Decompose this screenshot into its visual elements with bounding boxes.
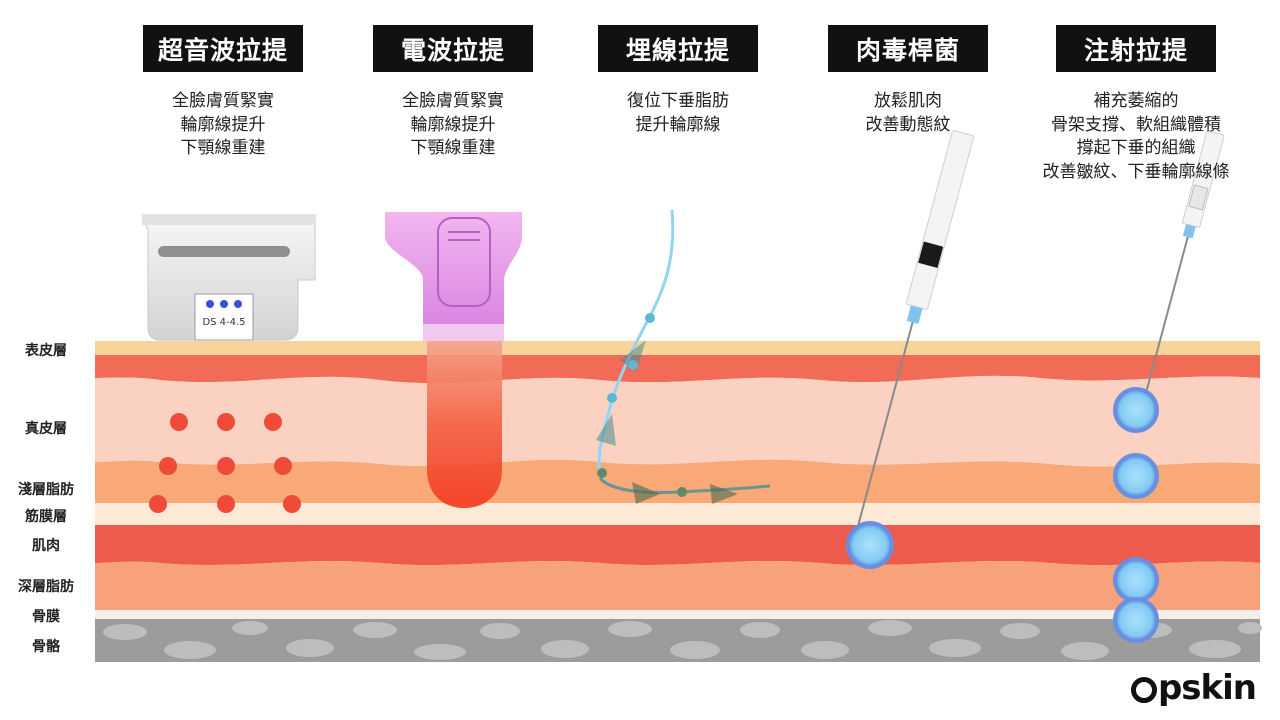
layer-superficial-fat xyxy=(95,459,1260,503)
desc-line: 骨架支撐、軟組織體積 xyxy=(1051,114,1221,135)
logo-text: pskin xyxy=(1157,668,1257,708)
layer-deep-fat xyxy=(95,560,1260,610)
filler-syringe xyxy=(1113,130,1225,643)
device-label: DS 4-4.5 xyxy=(202,317,245,328)
layer-label-epidermis: 表皮層 xyxy=(25,343,67,359)
title-rf: 電波拉提 xyxy=(373,25,533,72)
layer-label-bone: 骨骼 xyxy=(32,639,60,655)
desc-thread-lift: 復位下垂脂肪 提升輪廓線 xyxy=(598,90,758,137)
layer-label-periosteum: 骨膜 xyxy=(32,609,60,625)
desc-line: 撐起下垂的組織 xyxy=(1076,138,1196,158)
desc-line: 輪廓線提升 xyxy=(180,114,266,135)
thread-lift xyxy=(596,209,771,504)
desc-filler: 補充萎縮的 骨架支撐、軟組織體積 撐起下垂的組織 改善皺紋、下垂輪廓線條 xyxy=(1016,90,1256,184)
title-thread-lift: 埋線拉提 xyxy=(598,25,758,72)
title-filler: 注射拉提 xyxy=(1056,25,1216,72)
layer-label-superficial-fat: 淺層脂肪 xyxy=(18,482,74,498)
desc-line: 復位下垂脂肪 xyxy=(627,91,729,111)
desc-rf: 全臉膚質緊實 輪廓線提升 下顎線重建 xyxy=(373,90,533,161)
filler-deposits xyxy=(1113,387,1159,643)
title-botox: 肉毒桿菌 xyxy=(828,25,988,72)
desc-line: 全臉膚質緊實 xyxy=(172,91,274,111)
pskin-logo: pskin xyxy=(1130,668,1257,708)
desc-line: 改善皺紋、下垂輪廓線條 xyxy=(1042,161,1230,182)
skin-layers xyxy=(95,341,1262,662)
layer-label-deep-fat: 深層脂肪 xyxy=(18,579,74,595)
botox-syringe xyxy=(846,130,974,569)
desc-line: 提升輪廓線 xyxy=(635,114,721,135)
bone-texture xyxy=(103,620,1262,660)
title-hifu: 超音波拉提 xyxy=(143,25,303,72)
desc-line: 輪廓線提升 xyxy=(410,114,496,135)
desc-hifu: 全臉膚質緊實 輪廓線提升 下顎線重建 xyxy=(143,90,303,161)
desc-botox: 放鬆肌肉 改善動態紋 xyxy=(828,90,988,137)
desc-line: 改善動態紋 xyxy=(865,114,951,135)
desc-line: 補充萎縮的 xyxy=(1093,91,1179,111)
layer-fascia xyxy=(95,503,1260,525)
rf-device xyxy=(385,212,522,508)
hifu-device: DS 4-4.5 xyxy=(141,214,316,341)
layer-epidermis xyxy=(95,341,1260,357)
layer-label-fascia: 筋膜層 xyxy=(25,509,67,525)
desc-line: 下顎線重建 xyxy=(180,138,266,158)
desc-line: 全臉膚質緊實 xyxy=(402,91,504,111)
desc-line: 放鬆肌肉 xyxy=(874,91,942,111)
layer-muscle xyxy=(95,525,1260,566)
hifu-focal-dots xyxy=(149,413,301,513)
layer-label-muscle: 肌肉 xyxy=(32,538,60,554)
layer-dermis xyxy=(95,375,1260,467)
logo-mark-icon xyxy=(1130,677,1157,703)
desc-line: 下顎線重建 xyxy=(410,138,496,158)
layer-label-dermis: 真皮層 xyxy=(25,421,67,437)
layer-periosteum xyxy=(95,610,1260,619)
layer-dermis-top xyxy=(95,355,1260,384)
